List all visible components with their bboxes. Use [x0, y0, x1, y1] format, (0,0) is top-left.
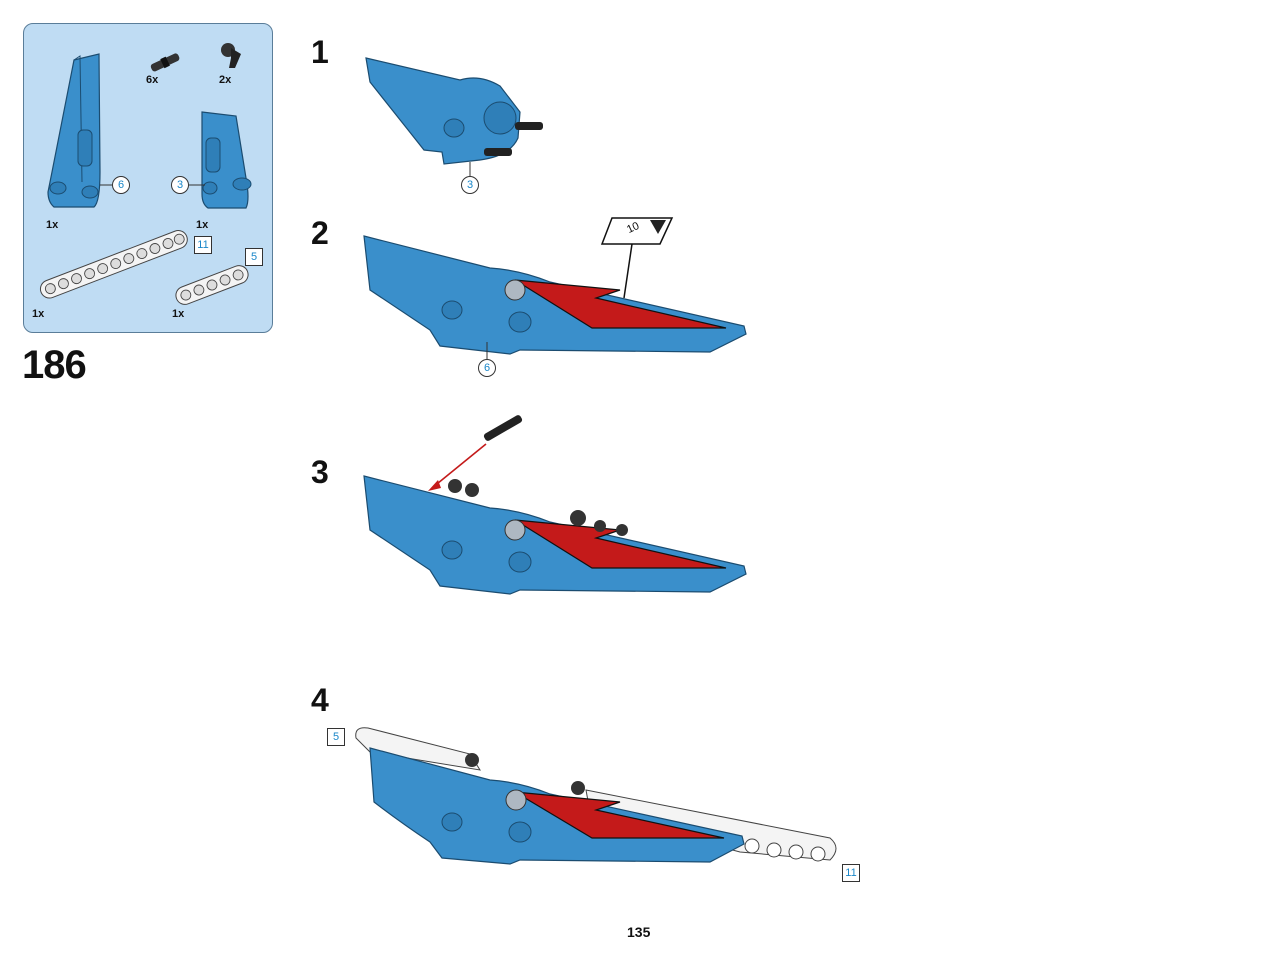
connector-pin-part [150, 53, 180, 72]
step-4-beam-11-label: 11 [842, 864, 860, 882]
step-3-model [363, 475, 747, 595]
beam-5-length-label: 5 [245, 248, 263, 266]
beam-5-quantity: 1x [172, 308, 185, 320]
tall-panel-part [47, 53, 101, 208]
angle-connector-quantity: 2x [219, 74, 232, 86]
beam-5-part [175, 265, 249, 305]
short-panel-callout: 3 [171, 176, 189, 194]
step-1-model [365, 57, 543, 165]
angle-connector-part [221, 43, 241, 68]
step-2-number: 2 [311, 215, 329, 251]
short-panel-part [201, 111, 252, 209]
tall-panel-callout: 6 [112, 176, 130, 194]
tall-panel-quantity: 1x [46, 219, 59, 231]
short-panel-quantity: 1x [196, 219, 209, 231]
step-2-model [363, 235, 747, 355]
step-2-callout: 6 [478, 359, 496, 377]
step-1-number: 1 [311, 34, 329, 70]
step-4-model [355, 727, 837, 865]
step-4-beam-5-label: 5 [327, 728, 345, 746]
step-4-number: 4 [311, 682, 329, 718]
sticker-10-icon [600, 217, 674, 299]
pin-quantity: 6x [146, 74, 159, 86]
beam-11-part [39, 230, 188, 299]
step-3-number: 3 [311, 454, 329, 490]
beam-11-length-label: 11 [194, 236, 212, 254]
page-step-number: 186 [22, 343, 87, 387]
parts-list-box [23, 23, 273, 333]
beam-11-quantity: 1x [32, 308, 45, 320]
page-number: 135 [627, 924, 651, 940]
step-1-callout: 3 [461, 176, 479, 194]
